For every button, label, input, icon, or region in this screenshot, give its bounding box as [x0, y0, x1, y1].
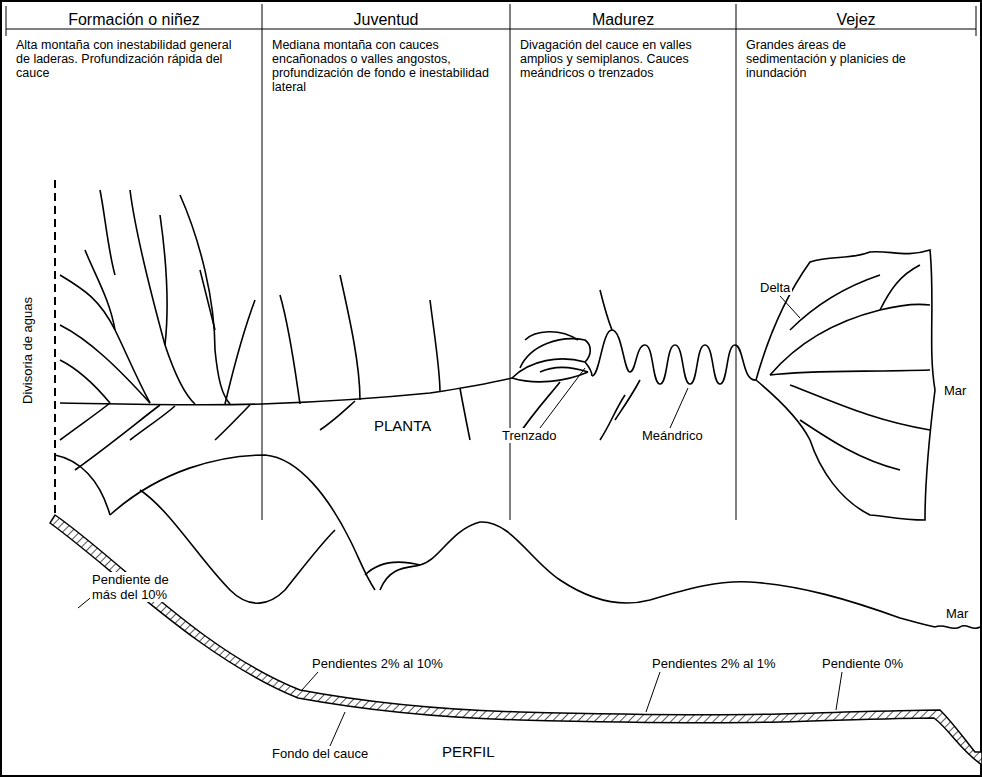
annotation-label: Trenzado [500, 428, 558, 443]
stage-heading: Juventud [262, 4, 510, 32]
stage-description: Mediana montaña con cauces encañonados o… [262, 32, 514, 96]
stage-column: JuventudMediana montaña con cauces encañ… [262, 4, 510, 96]
annotation-label: Meándrico [640, 428, 705, 443]
stage-heading: Vejez [736, 4, 976, 32]
annotation-label: Pendiente 0% [820, 656, 905, 671]
stage-column: Formación o niñezAlta montaña con inesta… [6, 4, 262, 82]
annotation-label: Mar [944, 606, 970, 621]
annotation-label: Mar [942, 383, 968, 398]
stage-heading: Madurez [510, 4, 736, 32]
annotation-label: Delta [758, 280, 792, 295]
stage-column: MadurezDivagación del cauce en valles am… [510, 4, 736, 82]
annotation-label: Pendientes 2% al 1% [650, 656, 778, 671]
annotation-label: Pendientes 2% al 10% [310, 656, 445, 671]
stage-description: Alta montaña con inestabilidad general d… [6, 32, 252, 82]
annotation-label: PLANTA [372, 418, 433, 433]
annotation-label: Fondo del cauce [270, 746, 370, 761]
stage-column: VejezGrandes áreas de sedimentación y pl… [736, 4, 976, 82]
stage-heading: Formación o niñez [6, 4, 262, 32]
annotation-label: PERFIL [440, 744, 497, 759]
stage-description: Grandes áreas de sedimentación y planici… [736, 32, 932, 82]
annotation-label: Pendiente de más del 10% [90, 572, 184, 602]
stage-description: Divagación del cauce en valles amplios y… [510, 32, 740, 82]
watershed-label: Divisoria de aguas [20, 295, 35, 406]
